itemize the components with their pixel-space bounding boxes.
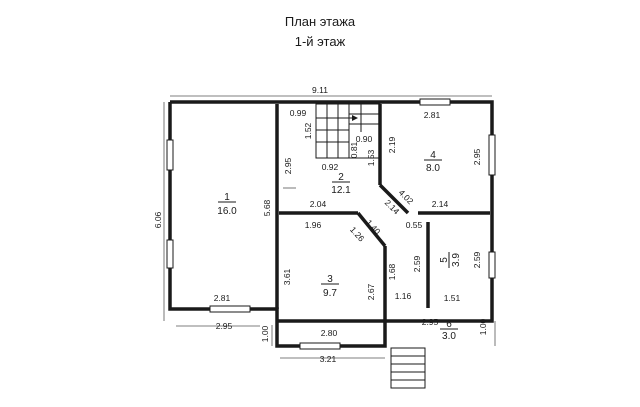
dim-267: 2.67 [366,283,376,300]
room-3-area: 9.7 [323,288,337,299]
dim-196: 1.96 [305,220,322,230]
dim-168: 1.68 [387,263,397,280]
dim-092: 0.92 [322,162,339,172]
room-5-number: 5 [439,257,450,263]
dim-100-left: 1.00 [260,325,270,342]
dim-214: 2.14 [432,199,449,209]
dim-055: 0.55 [406,220,423,230]
windows [166,98,496,350]
dim-151: 1.51 [444,293,461,303]
dim-099: 0.99 [290,108,307,118]
dim-259-left: 2.59 [412,255,422,272]
dimension-labels: 9.11 6.06 0.99 1.52 0.90 0.81 0.92 1.53 … [153,85,488,364]
dim-321: 3.21 [320,354,337,364]
room-1-area: 16.0 [217,206,237,217]
dim-219: 2.19 [387,136,397,153]
dim-090: 0.90 [356,134,373,144]
dim-081: 0.81 [349,141,359,158]
dim-361: 3.61 [282,268,292,285]
room-6-number: 6 [446,319,452,330]
floor-subtitle: 1-й этаж [294,34,346,49]
interior-walls [275,104,490,321]
dimension-lines [163,95,496,359]
room-2-area: 12.1 [331,185,351,196]
dim-overall-width: 9.11 [312,85,328,95]
plan-title: План этажа [284,14,356,29]
dim-116: 1.16 [395,291,412,301]
dim-295-right: 2.95 [472,148,482,165]
dim-295-room2: 2.95 [283,157,293,174]
dim-100-right: 1.00 [478,318,488,335]
dim-152: 1.52 [303,122,313,139]
room-6-area: 3.0 [442,331,456,342]
room-2-number: 2 [338,172,344,183]
dim-214-diag: 2.14 [383,197,402,216]
dim-295-porch: 2.95 [422,317,439,327]
dim-259-right: 2.59 [472,251,482,268]
room-4-area: 8.0 [426,163,440,174]
room-4-number: 4 [430,150,436,161]
dim-568: 5.68 [262,199,272,216]
dim-280: 2.80 [321,328,338,338]
dim-140: 1.40 [364,217,383,236]
entrance-steps [390,347,426,389]
room-5-area: 3.9 [451,253,462,267]
room-1-number: 1 [224,192,230,203]
dim-281-top: 2.81 [424,110,441,120]
room-3-number: 3 [327,274,333,285]
dim-153: 1.53 [366,149,376,166]
dim-126: 1.26 [348,224,367,243]
interior-stairs [315,103,381,159]
room-labels: 1 16.0 2 12.1 3 9.7 4 8.0 5 3.9 3.9 6 3.… [217,150,462,342]
dim-204: 2.04 [310,199,327,209]
dim-overall-height: 6.06 [153,211,163,228]
dim-295-bottom: 2.95 [216,321,233,331]
dim-281-bottom: 2.81 [214,293,231,303]
